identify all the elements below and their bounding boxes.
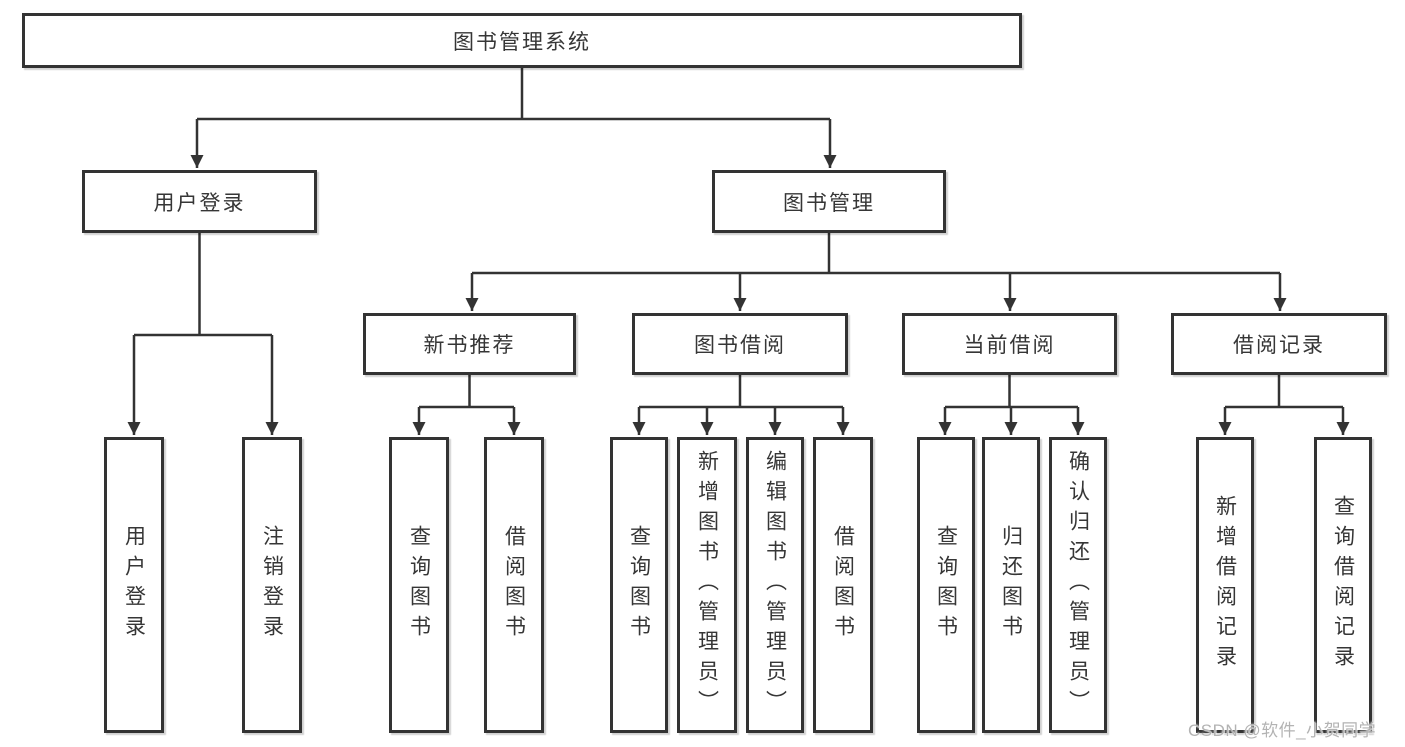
leaf-confirm-return-admin: 确认归还（管理员） [1049,437,1107,733]
node-label: 借阅图书 [831,525,855,645]
node-label: 确认归还（管理员） [1066,450,1090,720]
node-label: 新书推荐 [423,334,516,357]
connector-bus-path [134,68,1343,409]
leaf-add-borrow-record: 新增借阅记录 [1196,437,1254,733]
node-label: 查询图书 [407,525,431,645]
node-label: 归还图书 [999,525,1023,645]
leaf-edit-book-admin: 编辑图书（管理员） [746,437,804,733]
node-label: 用户登录 [153,191,246,215]
node-label: 当前借阅 [963,334,1056,357]
leaf-return-book: 归还图书 [982,437,1040,733]
node-label: 编辑图书（管理员） [763,450,787,720]
leaf-logout: 注销登录 [242,437,302,733]
arrow-connectors [127,119,1350,435]
node-borrowing-records: 借阅记录 [1171,313,1387,375]
node-label: 用户登录 [122,525,146,645]
node-label: 查询图书 [627,525,651,645]
node-label: 借阅图书 [502,525,526,645]
node-label: 图书借阅 [694,334,786,357]
node-label: 查询图书 [934,525,958,645]
node-current-borrowing: 当前借阅 [902,313,1117,375]
node-user-login: 用户登录 [82,170,317,233]
node-label: 查询借阅记录 [1331,495,1355,675]
node-book-management: 图书管理 [712,170,946,233]
node-label: 注销登录 [260,525,284,645]
node-book-borrowing: 图书借阅 [632,313,848,375]
leaf-query-books-current: 查询图书 [917,437,975,733]
node-label: 新增借阅记录 [1213,495,1237,675]
leaf-query-books-recommend: 查询图书 [389,437,449,733]
leaf-borrow-books: 借阅图书 [813,437,873,733]
node-label: 新增图书（管理员） [695,450,719,720]
leaf-borrow-books-recommend: 借阅图书 [484,437,544,733]
leaf-query-books-borrow: 查询图书 [610,437,668,733]
leaf-user-login: 用户登录 [104,437,164,733]
leaf-add-book-admin: 新增图书（管理员） [677,437,737,733]
node-label: 借阅记录 [1233,334,1325,357]
node-label: 图书管理 [783,191,875,215]
node-library-management-system: 图书管理系统 [22,13,1022,68]
node-label: 图书管理系统 [453,30,591,54]
leaf-query-borrow-record: 查询借阅记录 [1314,437,1372,733]
node-new-book-recommendation: 新书推荐 [363,313,576,375]
csdn-watermark: CSDN @软件_小贺同学 [1188,721,1377,740]
